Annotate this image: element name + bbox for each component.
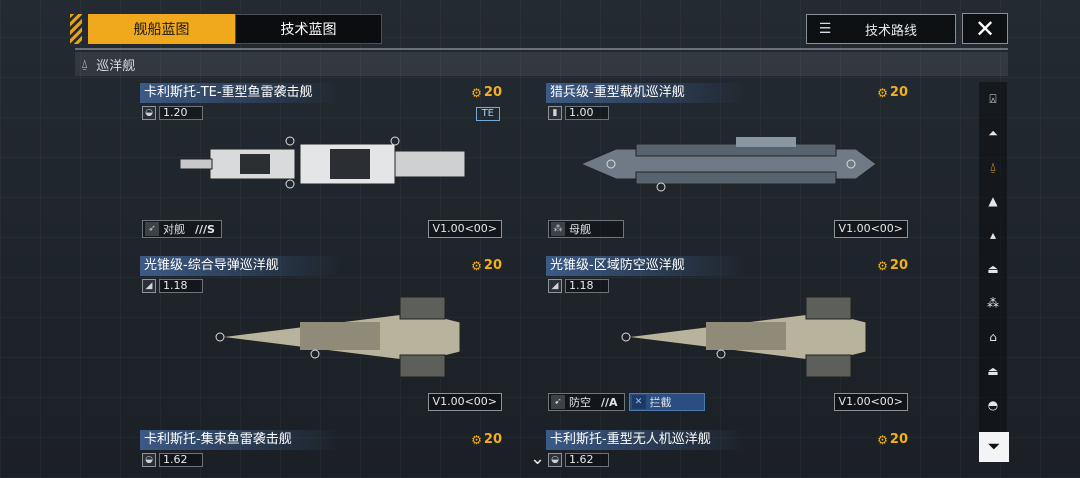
- ship-cost: ⚙20: [471, 258, 502, 273]
- battleship-icon[interactable]: ⏶: [988, 125, 998, 140]
- ship-stat: ◒1.20: [142, 106, 203, 120]
- tab-tech-blueprint[interactable]: 技术蓝图: [235, 14, 382, 44]
- coin-icon: ⚙: [471, 432, 482, 447]
- ship-schematic: [179, 136, 466, 189]
- stat-value: 1.62: [159, 453, 203, 467]
- carrier-icon: ⁂: [551, 222, 565, 236]
- stat-value: 1.00: [565, 106, 609, 120]
- section-title: 巡洋舰: [96, 58, 136, 74]
- tech-route-label: 技术路线: [864, 23, 917, 39]
- stat-icon: ◢: [548, 279, 562, 293]
- ship-stat: ◢1.18: [548, 279, 609, 293]
- ship-tags: ➶对舰///S: [142, 220, 222, 238]
- list-tree-icon: ☰: [818, 21, 832, 37]
- frigate-icon[interactable]: ▴: [989, 228, 997, 242]
- coin-icon: ⚙: [877, 85, 888, 100]
- ship-card[interactable]: 卡利斯托-重型无人机巡洋舰 ⚙20 ◒1.62: [546, 430, 908, 470]
- cruiser-class-icon: ⍙: [81, 56, 89, 71]
- ship-tags: ⁂母舰: [548, 220, 624, 238]
- header-divider: [75, 48, 1008, 50]
- role-tag: ⁂母舰: [548, 220, 624, 238]
- ship-card[interactable]: 猎兵级-重型载机巡洋舰 ⚙20 ▮1.00 ⁂母舰 V1.00<00>: [546, 83, 908, 243]
- ship-stat: ◒1.62: [142, 453, 203, 467]
- intercept-icon: ✕: [631, 395, 646, 409]
- ship-schematic: [621, 296, 867, 378]
- section-header: ⍙ 巡洋舰: [75, 52, 1008, 76]
- ship-name: 卡利斯托-重型无人机巡洋舰: [546, 430, 746, 450]
- ship-cost: ⚙20: [877, 432, 908, 447]
- blueprint-tabs: 舰船蓝图 技术蓝图: [88, 14, 382, 44]
- fighter-icon[interactable]: ⁂: [987, 296, 999, 310]
- ship-stat: ◒1.62: [548, 453, 609, 467]
- coin-icon: ⚙: [877, 258, 888, 273]
- support-icon[interactable]: ◓: [987, 398, 999, 412]
- ship-schematic: [215, 296, 461, 378]
- ship-stat: ▮1.00: [548, 106, 609, 120]
- ship-cost: ⚙20: [877, 85, 908, 100]
- corvette-icon[interactable]: ⌂: [989, 330, 997, 344]
- all-ships-icon[interactable]: ⍓: [989, 91, 997, 106]
- stat-value: 1.62: [565, 453, 609, 467]
- filter-button[interactable]: ⏷: [979, 432, 1009, 462]
- coin-icon: ⚙: [471, 85, 482, 100]
- tech-route-button[interactable]: ☰ 技术路线: [806, 14, 956, 44]
- coin-icon: ⚙: [877, 432, 888, 447]
- stat-value: 1.18: [159, 279, 203, 293]
- ship-stat: ◢1.18: [142, 279, 203, 293]
- ship-name: 猎兵级-重型载机巡洋舰: [546, 83, 746, 103]
- top-bar: 舰船蓝图 技术蓝图 ☰ 技术路线 ✕: [0, 0, 1080, 48]
- ship-schematic: [579, 137, 877, 192]
- stat-value: 1.20: [159, 106, 203, 120]
- stat-icon: ◒: [548, 453, 562, 467]
- destroyer-icon[interactable]: ▲: [988, 194, 998, 208]
- tab-ship-blueprint[interactable]: 舰船蓝图: [88, 14, 235, 44]
- scroll-down-button[interactable]: ⌄: [530, 448, 545, 469]
- version-label: V1.00<00>: [427, 393, 502, 411]
- ship-name: 光锥级-区域防空巡洋舰: [546, 256, 746, 276]
- anti-air-icon: ➹: [551, 395, 565, 409]
- ship-name: 光锥级-综合导弹巡洋舰: [140, 256, 340, 276]
- stat-value: 1.18: [565, 279, 609, 293]
- version-label: V1.00<00>: [833, 393, 908, 411]
- stat-icon: ◒: [142, 106, 156, 120]
- chevron-down-icon: ⌄: [530, 448, 546, 469]
- stat-icon: ◒: [142, 453, 156, 467]
- anti-ship-icon: ➶: [145, 222, 159, 236]
- stat-icon: ▮: [548, 106, 562, 120]
- ship-card[interactable]: 光锥级-综合导弹巡洋舰 ⚙20 ◢1.18 V1.00<00>: [140, 256, 502, 416]
- variant-badge: TE: [475, 107, 500, 121]
- ship-cost: ⚙20: [877, 258, 908, 273]
- version-label: V1.00<00>: [427, 220, 502, 238]
- coin-icon: ⚙: [471, 258, 482, 273]
- hazard-stripe: [70, 14, 82, 44]
- ship-card[interactable]: 卡利斯托-TE-重型鱼雷袭击舰 ⚙20 ◒1.20 TE ➶对舰///S V1.…: [140, 83, 502, 243]
- cruiser-icon[interactable]: ⍙: [989, 159, 997, 174]
- ship-card[interactable]: 光锥级-区域防空巡洋舰 ⚙20 ◢1.18 ➹防空//A ✕拦截 V1.00<0…: [546, 256, 908, 416]
- ship-cost: ⚙20: [471, 85, 502, 100]
- ship-name: 卡利斯托-TE-重型鱼雷袭击舰: [140, 83, 340, 103]
- ship-class-rail: ⍓ ⏶ ⍙ ▲ ▴ ⏏ ⁂ ⌂ ⏏ ◓: [979, 82, 1007, 462]
- stat-icon: ◢: [142, 279, 156, 293]
- filter-icon: ⏷: [988, 439, 1000, 455]
- ship-card[interactable]: 卡利斯托-集束鱼雷袭击舰 ⚙20 ◒1.62: [140, 430, 502, 470]
- ship-cost: ⚙20: [471, 432, 502, 447]
- role-tag: ➶对舰///S: [142, 220, 222, 238]
- role-tag: ✕拦截: [628, 393, 705, 411]
- version-label: V1.00<00>: [833, 220, 908, 238]
- ship-tags: ➹防空//A ✕拦截: [548, 393, 705, 411]
- role-tag: ➹防空//A: [548, 393, 625, 411]
- auxiliary-icon[interactable]: ⏏: [987, 364, 999, 378]
- close-icon: ✕: [974, 14, 996, 43]
- close-button[interactable]: ✕: [962, 13, 1008, 44]
- ship-name: 卡利斯托-集束鱼雷袭击舰: [140, 430, 340, 450]
- carrier-icon[interactable]: ⏏: [987, 262, 999, 276]
